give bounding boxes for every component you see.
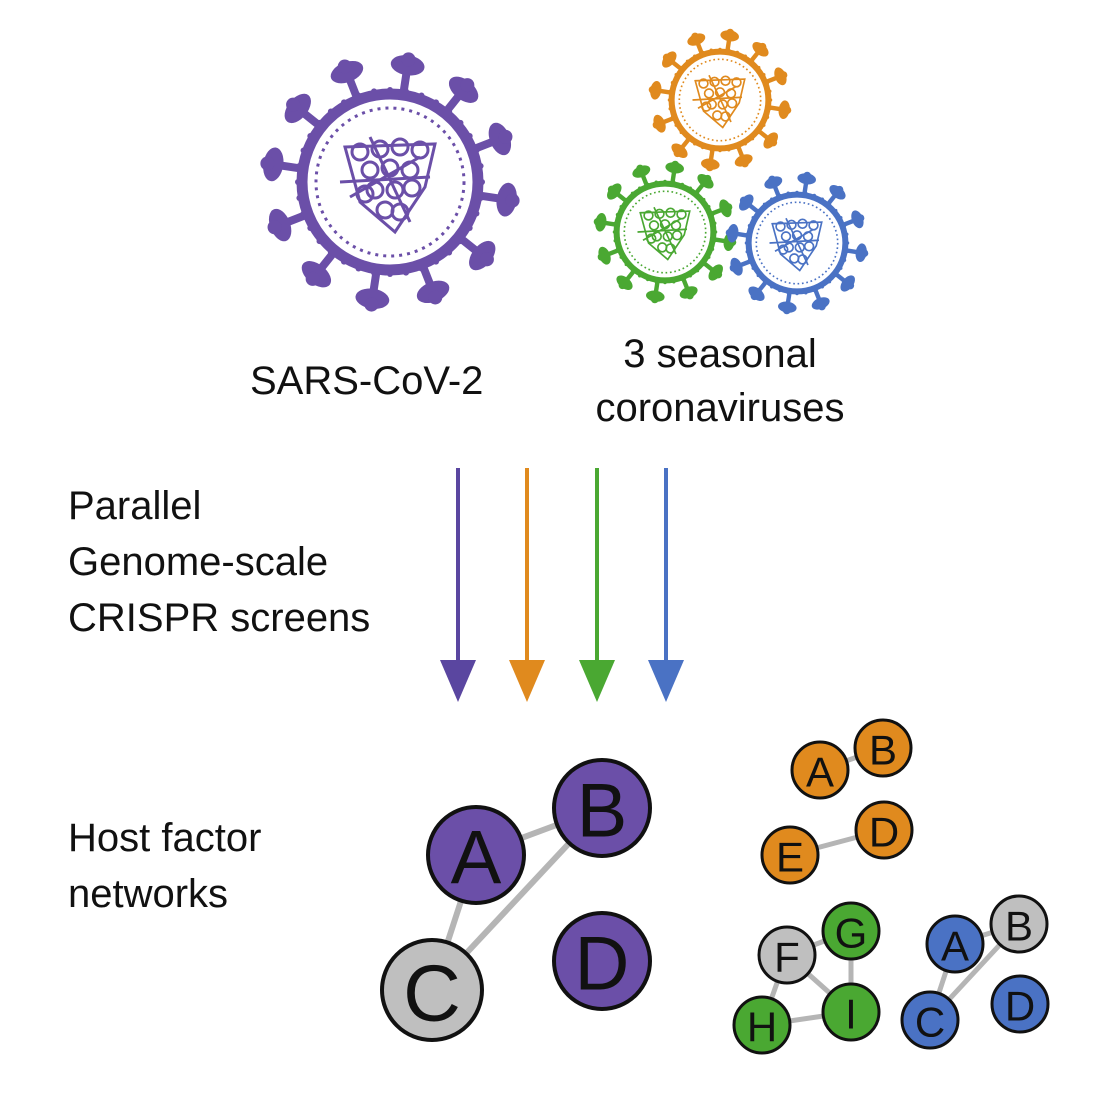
network-node: C xyxy=(380,938,484,1042)
sars-network: A B C D xyxy=(380,758,652,1042)
node-label: A xyxy=(806,749,834,796)
network-node: A xyxy=(790,740,850,800)
sars-cov-2-label-text: SARS-CoV-2 xyxy=(250,359,484,403)
node-label: B xyxy=(869,727,897,774)
node-label: B xyxy=(1005,903,1033,950)
seasonal-virus-orange xyxy=(648,28,792,172)
node-label: G xyxy=(835,910,868,957)
arrow-orange xyxy=(509,468,545,702)
node-label: C xyxy=(403,949,461,1038)
screens-line-2: Genome-scale xyxy=(68,540,329,584)
host-factor-networks-label: Host factor networks xyxy=(68,810,261,922)
network-node: F xyxy=(757,925,817,985)
seasonal-label-line-1: 3 seasonal xyxy=(623,332,817,376)
node-label: F xyxy=(774,934,800,981)
node-label: D xyxy=(575,922,630,1007)
seasonal-label-line-2: coronaviruses xyxy=(595,386,845,430)
screens-line-1: Parallel xyxy=(68,484,202,528)
networks-line-1: Host factor xyxy=(68,816,262,860)
screen-arrows xyxy=(440,468,684,702)
network-node: E xyxy=(760,825,820,885)
node-label: I xyxy=(845,991,857,1038)
green-network: F G H I xyxy=(732,901,881,1055)
network-node: I xyxy=(821,982,881,1042)
network-node: A xyxy=(925,914,985,974)
sars-cov-2-virus xyxy=(260,52,520,312)
orange-network: A B E D xyxy=(760,718,914,885)
screens-line-3: CRISPR screens xyxy=(68,596,371,640)
node-label: D xyxy=(869,809,899,856)
network-node: D xyxy=(552,911,652,1011)
node-label: A xyxy=(451,816,502,901)
node-label: B xyxy=(577,769,628,854)
network-node: B xyxy=(989,894,1049,954)
network-node: A xyxy=(426,805,526,905)
seasonal-virus-green xyxy=(593,160,737,304)
seasonal-coronaviruses-label: 3 seasonal coronaviruses xyxy=(560,330,880,432)
seasonal-virus-blue xyxy=(725,171,869,315)
crispr-screens-label: Parallel Genome-scale CRISPR screens xyxy=(68,478,370,646)
network-node: B xyxy=(552,758,652,858)
node-label: C xyxy=(915,999,945,1046)
network-node: D xyxy=(990,974,1050,1034)
arrow-blue xyxy=(648,468,684,702)
networks-line-2: networks xyxy=(68,872,229,916)
node-label: H xyxy=(747,1004,777,1051)
node-label: A xyxy=(941,923,969,970)
blue-network: A B C D xyxy=(900,894,1050,1050)
network-node: C xyxy=(900,990,960,1050)
node-label: D xyxy=(1005,983,1035,1030)
arrow-green xyxy=(579,468,615,702)
node-label: E xyxy=(776,834,804,881)
sars-cov-2-label: SARS-CoV-2 xyxy=(250,357,483,405)
network-node: G xyxy=(821,901,881,961)
network-node: H xyxy=(732,995,792,1055)
network-node: B xyxy=(853,718,913,778)
arrow-sars xyxy=(440,468,476,702)
network-node: D xyxy=(854,800,914,860)
